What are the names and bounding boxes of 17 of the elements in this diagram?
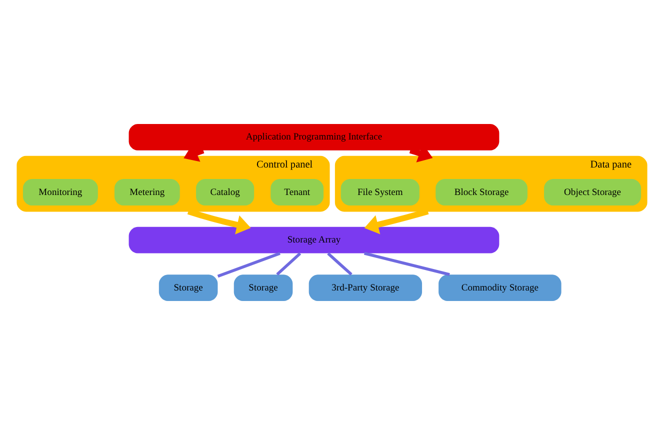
node-box: Storage bbox=[158, 274, 218, 301]
node-box: Application Programming Interface bbox=[128, 123, 500, 150]
node-box: Storage Array bbox=[128, 226, 500, 253]
node-box: Tenant bbox=[270, 178, 324, 206]
node-box: Monitoring bbox=[22, 178, 98, 206]
connector bbox=[276, 252, 302, 276]
node-box: File System bbox=[340, 178, 420, 206]
node-box: Block Storage bbox=[436, 178, 528, 206]
connector bbox=[364, 251, 450, 276]
node-box: 3rd-Party Storage bbox=[308, 274, 422, 301]
node-box: Catalog bbox=[196, 178, 254, 206]
node-box: Metering bbox=[114, 178, 180, 206]
connector bbox=[217, 251, 280, 278]
node-box: Commodity Storage bbox=[438, 274, 562, 301]
node-box: Storage bbox=[234, 274, 293, 301]
connector bbox=[327, 252, 352, 276]
node-box: Object Storage bbox=[544, 178, 642, 206]
